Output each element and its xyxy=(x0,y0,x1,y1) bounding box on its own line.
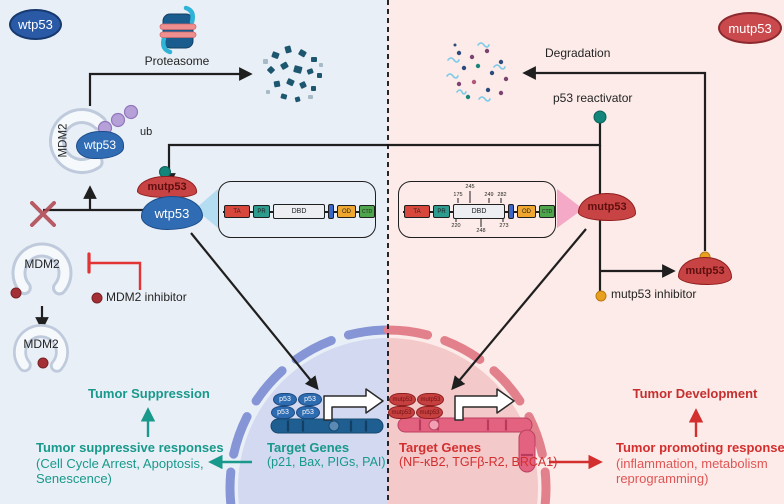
mutation-175: 175 xyxy=(453,192,463,198)
mutp53-domain-map-box: TA PR DBD OD CTD xyxy=(398,181,556,238)
proteasome-icon xyxy=(159,5,197,55)
p53-reactivator-label: p53 reactivator xyxy=(553,91,633,105)
zoom-beam-right xyxy=(557,189,583,228)
wtp53-in-mdm2-complex: wtp53 xyxy=(76,131,124,159)
mdm2-free-label: MDM2 xyxy=(24,257,60,271)
domain-linker xyxy=(328,204,334,219)
target-genes-left-title: Target Genes xyxy=(267,440,350,455)
domain-dbd: DBD xyxy=(453,204,505,219)
tumor-development-headline: Tumor Development xyxy=(632,386,758,401)
arrow-wtp53-to-nucleus xyxy=(190,232,319,391)
wtp53-badge: wtp53 xyxy=(9,9,62,40)
mutp53-tetramer-blob: mutp53 xyxy=(389,393,416,406)
arrow-mutp53-to-nucleus xyxy=(451,228,587,391)
suppressive-responses-title: Tumor suppressive responses xyxy=(36,440,224,455)
proteasome-label: Proteasome xyxy=(144,54,210,68)
mutp53-inhibitor-legend-dot xyxy=(595,290,607,302)
mdm2-inhibitor-label: MDM2 inhibitor xyxy=(106,290,187,304)
p53-tetramer-blob: p53 xyxy=(298,393,322,406)
p53-tetramer-blob: p53 xyxy=(296,406,320,419)
domain-linker xyxy=(508,204,514,219)
domain-ta: TA xyxy=(404,205,430,218)
transcription-arrow-left xyxy=(323,388,384,421)
mutation-282: 282 xyxy=(497,192,507,198)
promoting-responses-detail: (inflammation, metabolism reprogramming) xyxy=(616,456,768,486)
transcription-arrow-right xyxy=(454,388,515,421)
mutation-245: 245 xyxy=(465,184,475,190)
degradation-label: Degradation xyxy=(545,46,611,60)
target-genes-right-title: Target Genes xyxy=(399,440,482,455)
mdm2-bound-ring xyxy=(12,324,69,380)
chromosome-left xyxy=(270,418,384,434)
mutp53-inhibitor-label: mutp53 inhibitor xyxy=(611,287,697,301)
mutp53-tetramer-blob: mutp53 xyxy=(416,406,443,419)
mutation-248: 248 xyxy=(476,228,486,234)
mutation-220: 220 xyxy=(451,223,461,229)
mutp53-tetramer-blob: mutp53 xyxy=(388,406,415,419)
arrow-to-proteasome-debris xyxy=(88,67,253,106)
target-genes-right-detail: (NF-κB2, TGFβ-R2, BRCA1) xyxy=(399,455,558,469)
tumor-suppression-headline: Tumor Suppression xyxy=(88,386,210,401)
promoting-responses-title: Tumor promoting responses xyxy=(616,440,784,455)
mutp53-tetramer-blob: mutp53 xyxy=(417,393,444,406)
domain-ctd: CTD xyxy=(539,205,555,218)
mutation-249: 249 xyxy=(484,192,494,198)
wtp53-free-blob: wtp53 xyxy=(141,196,203,230)
mdm2-free-ring xyxy=(11,242,73,304)
mdm2-complex-label: MDM2 xyxy=(57,123,70,158)
target-genes-left-detail: (p21, Bax, PIGs, PAI) xyxy=(267,455,386,469)
domain-dbd: DBD xyxy=(273,204,325,219)
arrow-reactivator-path xyxy=(162,123,602,187)
nuclear-envelope-right xyxy=(383,325,551,504)
p53-tetramer-blob: p53 xyxy=(271,406,295,419)
mutp53-reactivated-blob: mutp53 xyxy=(137,176,197,198)
chromosome-right xyxy=(397,417,536,473)
wtp53-domain-map-box: TA PR DBD OD CTD xyxy=(218,181,376,238)
mutation-273: 273 xyxy=(499,223,509,229)
protein-debris-right xyxy=(446,42,509,102)
ub-label: ub xyxy=(140,126,153,138)
domain-od: OD xyxy=(337,205,356,218)
zoom-beam-left xyxy=(195,189,218,228)
domain-od: OD xyxy=(517,205,536,218)
mdm2-inhibitor-dot-free xyxy=(10,287,22,299)
nuclear-envelope-left xyxy=(225,325,393,504)
domain-pr: PR xyxy=(433,205,450,218)
mdm2-inhibition-line xyxy=(90,261,142,290)
p53-tetramer-blob: p53 xyxy=(273,393,297,406)
mdm2-inhibitor-legend-dot xyxy=(91,292,103,304)
suppressive-responses-detail: (Cell Cycle Arrest, Apoptosis, Senescenc… xyxy=(36,456,204,486)
arrow-degradation xyxy=(522,66,707,251)
mdm2-inhibitor-dot-bound xyxy=(37,357,49,369)
mutp53-free-blob: mutp53 xyxy=(578,193,636,221)
domain-pr: PR xyxy=(253,205,270,218)
domain-ctd: CTD xyxy=(359,205,375,218)
domain-ta: TA xyxy=(224,205,250,218)
p53-reactivator-dot xyxy=(593,110,607,124)
protein-debris-left xyxy=(263,45,323,103)
blocked-cross-icon xyxy=(30,201,56,227)
mdm2-bound-label: MDM2 xyxy=(23,337,59,351)
mutp53-badge: mutp53 xyxy=(718,12,782,44)
